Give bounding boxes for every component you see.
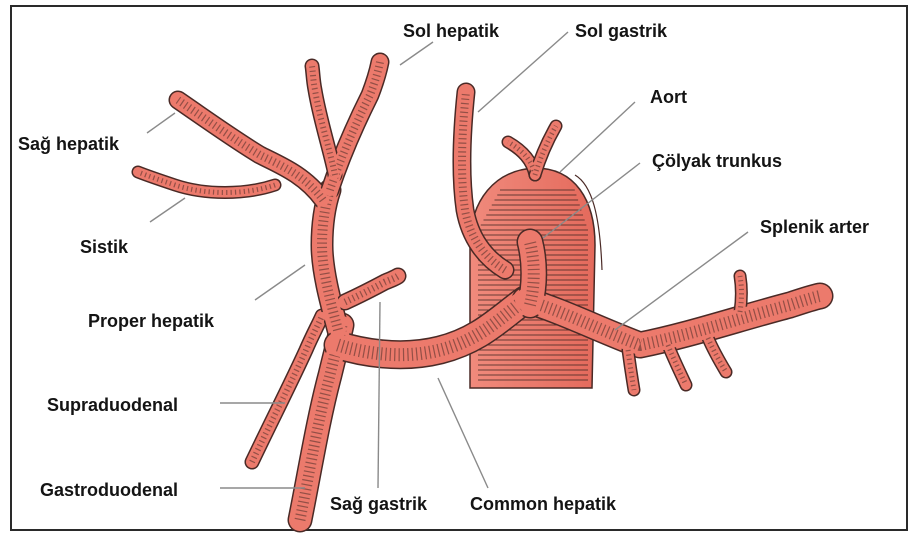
leader-proper-hepatik <box>255 265 305 300</box>
leader-sistik <box>150 198 185 222</box>
leader-sol-hepatik <box>400 42 433 65</box>
label-sag-hepatik: Sağ hepatik <box>18 135 119 153</box>
label-sag-gastrik: Sağ gastrik <box>330 495 427 513</box>
label-supraduodenal: Supraduodenal <box>47 396 178 414</box>
leader-sag-hepatik <box>147 113 175 133</box>
label-aort: Aort <box>650 88 687 106</box>
leader-common-hepatik <box>438 378 488 488</box>
leader-aort <box>560 102 635 172</box>
label-sistik: Sistik <box>80 238 128 256</box>
label-sol-hepatik: Sol hepatik <box>403 22 499 40</box>
label-proper-hepatik: Proper hepatik <box>88 312 214 330</box>
label-sol-gastrik: Sol gastrik <box>575 22 667 40</box>
label-common-hepatik: Common hepatik <box>470 495 616 513</box>
label-splenik-arter: Splenik arter <box>760 218 869 236</box>
leader-sol-gastrik <box>478 32 568 112</box>
label-gastroduodenal: Gastroduodenal <box>40 481 178 499</box>
label-colyak-trunkus: Çölyak trunkus <box>652 152 782 170</box>
leader-sag-gastrik <box>378 302 380 488</box>
